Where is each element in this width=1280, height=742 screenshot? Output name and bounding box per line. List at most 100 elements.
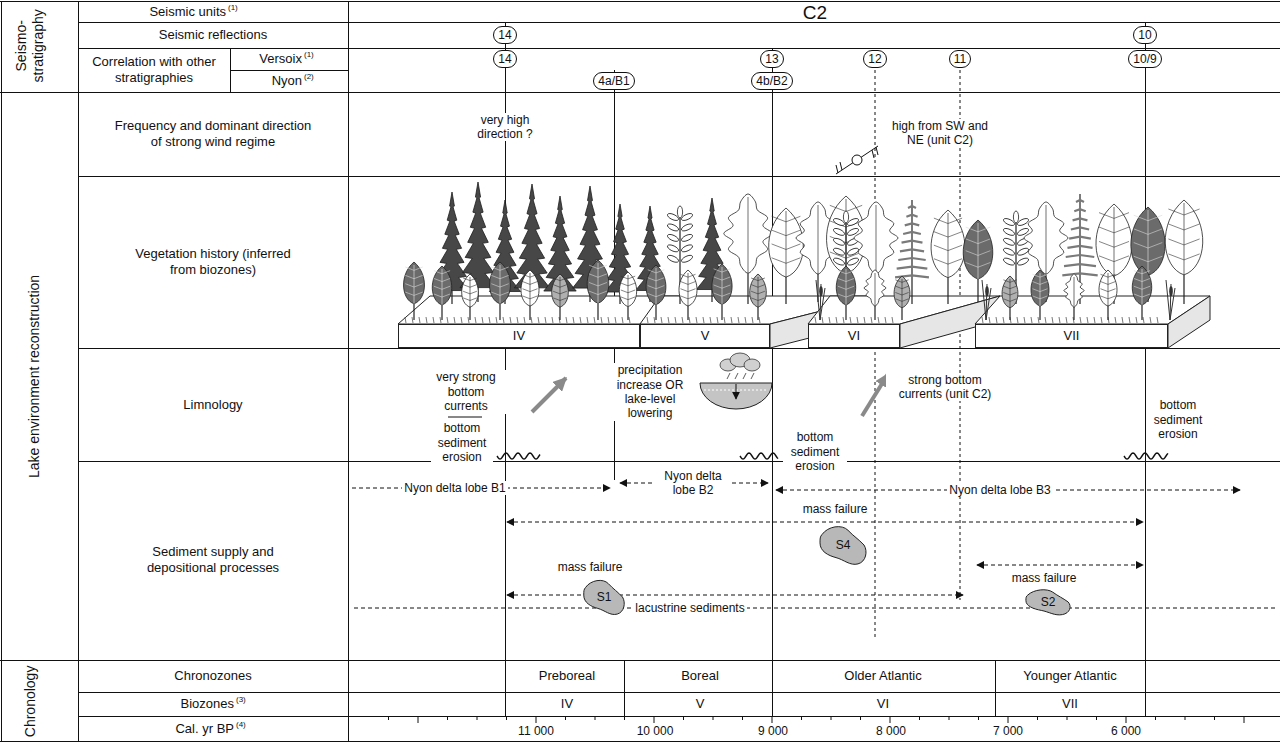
leaf-crown [404,262,425,304]
mass-failure: mass failureS1 [548,560,632,616]
leaf-crown [769,208,804,277]
grass-tick [573,317,574,323]
separator-line [448,417,482,418]
leaflet [843,211,848,223]
leaf-crown [931,210,965,278]
oak-crown [724,194,772,273]
leaflet [1013,211,1018,223]
reflection-label: 11 [954,52,966,66]
tree-trunk [785,277,786,304]
grass-tick [608,317,609,323]
leaf-vein [748,197,749,273]
section-label: Chronology [22,658,39,742]
dashed-range-arrow [977,565,1143,566]
spruce-branch [1066,255,1095,257]
leaf-vein [934,232,948,237]
leaf-vein [523,274,531,277]
leaf-vein [598,265,607,268]
axis-tick [536,716,537,723]
leaf-vein [405,292,414,295]
leaf-vein [758,298,765,301]
grid-line [230,70,348,71]
leaf-vein [470,277,471,307]
reflection-label: 10 [1138,28,1151,42]
leaf-vein [530,274,538,277]
leaf-vein [838,271,846,274]
biozone: VI [877,696,889,712]
biozone-slab: VI [808,324,900,348]
spruce-branch [1076,200,1084,202]
leaf-crown [1099,270,1117,306]
oak-crown [854,202,898,274]
leaf-vein [934,259,948,264]
grass-tick [661,317,662,323]
tree-trunk [1073,307,1074,320]
grid-line [78,716,1280,717]
spruce-branch [902,241,923,243]
leaf-vein [758,285,765,288]
leaf-crown [1031,270,1049,306]
leaf-vein [560,285,567,288]
leaf-vein [1040,289,1048,292]
grass-tick [1080,317,1081,323]
grass-tick [1059,317,1060,323]
grass-tick [850,317,851,323]
grass-tick [1143,317,1144,323]
dashed-time-line [960,70,961,600]
row-label: Frequency and dominant direction of stro… [113,118,313,149]
grid-line [0,741,1280,742]
grass-tick [531,317,532,323]
axis-tick [772,716,773,723]
deposit-label: lacustrine sediments [633,601,746,615]
grass-tick [489,317,490,323]
axis-tick [890,716,891,723]
grass-tick [752,317,753,323]
chronozone: Preboreal [539,668,595,684]
grass-tick [552,317,553,323]
leaf-vein [405,284,414,287]
leaf-vein [978,263,990,268]
spruce-branch [1062,273,1097,275]
leaf-vein [491,284,500,287]
leaf-vein [751,298,758,301]
leaf-vein [1046,205,1047,274]
leaf-vein [405,267,414,270]
leaf-vein [560,291,567,294]
leaf-vein [1134,243,1148,248]
leaf-vein [414,265,415,304]
correlation-number: 14 [493,50,516,68]
leaf-vein [688,282,696,285]
oak-crown [1024,202,1068,274]
biozone-label: VII [976,325,1167,347]
tree-trunk [627,307,628,320]
leaf-vein [722,285,730,288]
grass-tick [843,317,844,323]
axis-tick [1067,716,1068,720]
leaf-vein [414,284,423,287]
tree-trunk [597,303,598,320]
section-label: Seismo-stratigraphy [13,2,47,90]
spruce-branch [903,232,921,234]
biozone: IV [561,696,573,712]
axis-tick [683,716,684,720]
wind-feather [836,165,838,173]
grass-tick [447,317,448,323]
oak-crown [864,270,886,306]
reflection-label: 14 [498,28,511,42]
leaf-vein [1114,241,1129,247]
leaf-vein [621,276,628,279]
reed-head [819,286,823,296]
leaf-vein [598,282,607,285]
mass-failure-heading: mass failure [1002,571,1086,585]
leaf-crown [836,266,855,305]
spruce-branch [1069,237,1091,239]
grass-tick [815,317,816,323]
grass-tick [615,317,616,323]
correlation-number: 4a/B1 [593,72,634,90]
leaf-vein [1168,209,1184,215]
grass-tick [989,317,990,323]
footnote-mark: (2) [304,72,314,82]
mass-failure-shape: S4 [818,524,868,566]
grid-line [78,22,1280,23]
leaf-vein [656,268,657,305]
